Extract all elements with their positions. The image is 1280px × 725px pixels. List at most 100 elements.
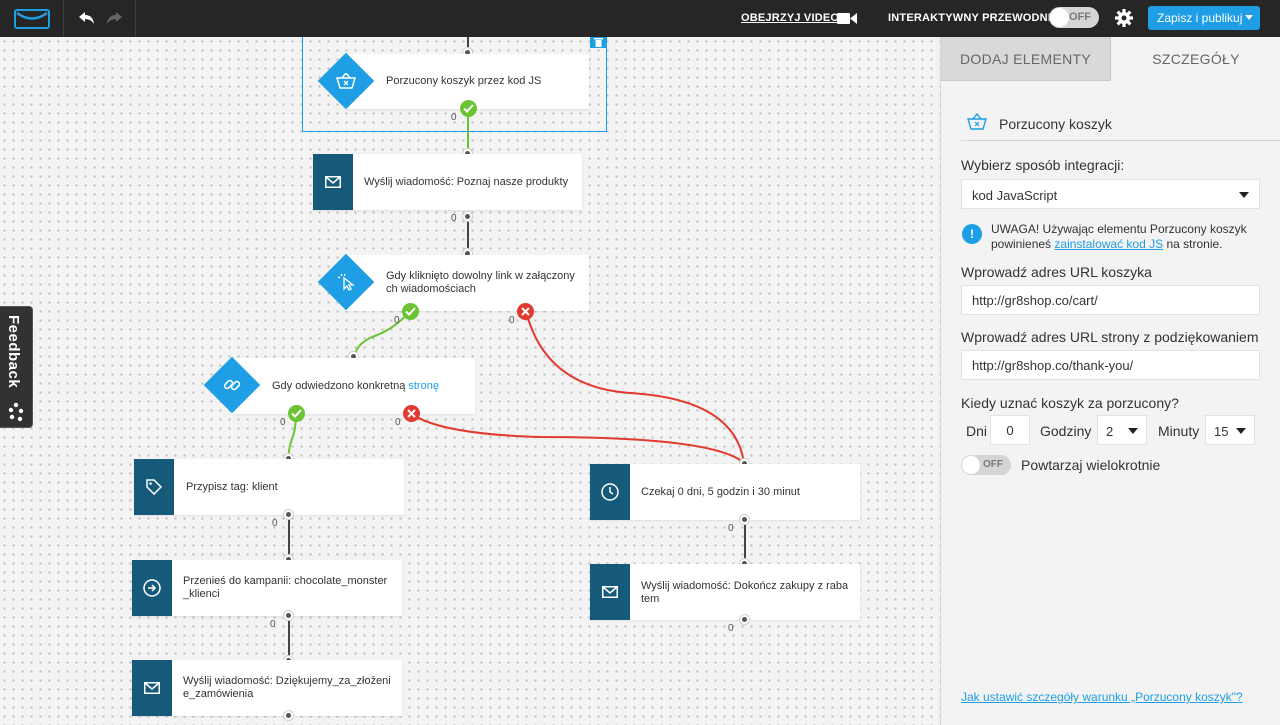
node-move-campaign[interactable]: Przenieś do kampanii: chocolate_monster … [132, 560, 402, 616]
integration-value: kod JavaScript [972, 188, 1058, 203]
save-publish-label: Zapisz i publikuj [1157, 11, 1243, 25]
interactive-guide-toggle[interactable]: OFF [1049, 7, 1099, 28]
tab-add-elements[interactable]: DODAJ ELEMENTY [941, 37, 1111, 81]
chevron-down-icon [1239, 192, 1249, 198]
no-count: 0 [395, 417, 401, 428]
hours-label: Godziny [1040, 423, 1092, 439]
yes-count: 0 [394, 315, 400, 326]
node-assign-tag[interactable]: Przypisz tag: klient [134, 459, 404, 515]
info-icon: ! [962, 224, 982, 244]
check-icon [291, 409, 302, 418]
chevron-down-icon [1236, 428, 1246, 434]
toggle-knob [1050, 8, 1069, 27]
redo-button[interactable] [103, 8, 125, 28]
link-icon [223, 379, 241, 391]
action-badge [590, 464, 630, 520]
install-js-link[interactable]: zainstalować kod JS [1054, 237, 1164, 251]
node-count: 0 [728, 523, 734, 534]
watch-video-link[interactable]: OBEJRZYJ VIDEO [741, 12, 840, 24]
cart-url-label: Wprowadź adres URL koszyka [961, 264, 1152, 280]
node-count: 0 [270, 619, 276, 630]
clock-icon [601, 483, 619, 501]
action-badge [132, 560, 172, 616]
node-count: 0 [272, 518, 278, 529]
cart-url-input[interactable] [961, 285, 1260, 315]
thanks-url-label: Wprowadź adres URL strony z podziękowani… [961, 329, 1259, 345]
check-icon [405, 307, 416, 316]
video-camera-icon[interactable] [837, 12, 857, 25]
action-badge [134, 459, 174, 515]
days-label: Dni [966, 423, 988, 439]
panel-header: Porzucony koszyk [961, 105, 1280, 141]
toggle-knob [962, 456, 980, 474]
save-publish-button[interactable]: Zapisz i publikuj [1148, 6, 1260, 30]
node-output-port[interactable] [739, 614, 750, 625]
node-send-message-discount[interactable]: Wyślij wiadomość: Dokończ zakupy z raba … [590, 564, 860, 620]
repeat-label: Powtarzaj wielokrotnie [1021, 457, 1161, 473]
condition-badge [203, 356, 261, 414]
toggle-state: OFF [1069, 11, 1091, 23]
no-branch-port[interactable] [403, 405, 420, 422]
yes-branch-port[interactable] [402, 303, 419, 320]
yes-branch-port[interactable] [288, 405, 305, 422]
undo-button[interactable] [76, 8, 98, 28]
node-send-message[interactable]: Wyślij wiadomość: Poznaj nasze produkty [313, 154, 582, 210]
details-sidebar: DODAJ ELEMENTY SZCZEGÓŁY Porzucony koszy… [940, 37, 1280, 725]
integration-select[interactable]: kod JavaScript [961, 179, 1260, 209]
check-icon [463, 104, 474, 113]
basket-icon [336, 73, 356, 89]
node-output-port[interactable] [283, 610, 294, 621]
selected-node-frame [302, 37, 607, 132]
minutes-select[interactable]: 15 [1205, 415, 1255, 445]
tab-details[interactable]: SZCZEGÓŁY [1152, 51, 1240, 67]
node-wait[interactable]: Czekaj 0 dni, 5 godzin i 30 minut [590, 464, 860, 520]
yes-branch-port[interactable] [460, 100, 477, 117]
node-send-message-thanks[interactable]: Wyślij wiadomość: Dziękujemy_za_złoženi … [132, 660, 402, 716]
action-badge [132, 660, 172, 716]
node-label: Gdy odwiedzono konkretną stronę [272, 380, 439, 392]
node-output-port[interactable] [462, 211, 473, 222]
node-label: Porzucony koszyk przez kod JS [386, 75, 542, 87]
envelope-logo-icon [13, 8, 50, 29]
node-output-port[interactable] [739, 514, 750, 525]
trash-icon [594, 37, 603, 47]
node-abandoned-cart[interactable]: Porzucony koszyk przez kod JS [346, 54, 589, 109]
workflow-canvas[interactable]: Porzucony koszyk przez kod JS 0 Wyślij w… [0, 37, 940, 725]
no-branch-port[interactable] [517, 303, 534, 320]
app-logo[interactable] [0, 0, 64, 37]
node-count: 0 [451, 213, 457, 224]
settings-button[interactable] [1115, 9, 1133, 30]
warning-message: UWAGA! Używając elementu Porzucony koszy… [991, 222, 1247, 251]
toggle-state: OFF [983, 459, 1003, 470]
toolbar-divider [135, 0, 136, 37]
feedback-label: Feedback [5, 315, 22, 389]
feedback-dots-icon [8, 402, 24, 422]
node-label: Wyślij wiadomość: Poznaj nasze produkty [364, 176, 569, 188]
help-link[interactable]: Jak ustawić szczegóły warunku „Porzucony… [961, 690, 1243, 704]
node-count: 0 [451, 112, 457, 123]
feedback-tab[interactable]: Feedback [0, 306, 33, 428]
cross-icon [407, 409, 416, 418]
days-input[interactable] [990, 415, 1030, 445]
hours-value: 2 [1106, 424, 1114, 439]
redo-icon [107, 12, 122, 24]
node-output-port[interactable] [283, 509, 294, 520]
node-label: Czekaj 0 dni, 5 godzin i 30 minut [641, 486, 800, 498]
delete-node-button[interactable] [590, 37, 607, 48]
condition-badge [317, 253, 375, 311]
top-bar: OBEJRZYJ VIDEO INTERAKTYWNY PRZEWODNIK O… [0, 0, 1280, 37]
basket-icon [967, 113, 987, 130]
node-output-port[interactable] [283, 710, 294, 721]
envelope-icon [325, 176, 341, 188]
thanks-url-input[interactable] [961, 350, 1260, 380]
hours-select[interactable]: 2 [1097, 415, 1147, 445]
node-label: Wyślij wiadomość: Dziękujemy_za_złoženi … [183, 675, 391, 700]
chevron-down-icon [1245, 15, 1253, 20]
node-page-visited[interactable]: Gdy odwiedzono konkretną stronę [232, 358, 475, 414]
node-label: Przenieś do kampanii: chocolate_monster … [183, 575, 388, 600]
node-link-clicked[interactable]: Gdy kliknięto dowolny link w załączony c… [346, 255, 589, 311]
node-label: Przypisz tag: klient [186, 481, 278, 493]
repeat-toggle[interactable]: OFF [961, 455, 1011, 475]
envelope-icon [144, 682, 160, 694]
arrow-circle-icon [143, 579, 161, 597]
